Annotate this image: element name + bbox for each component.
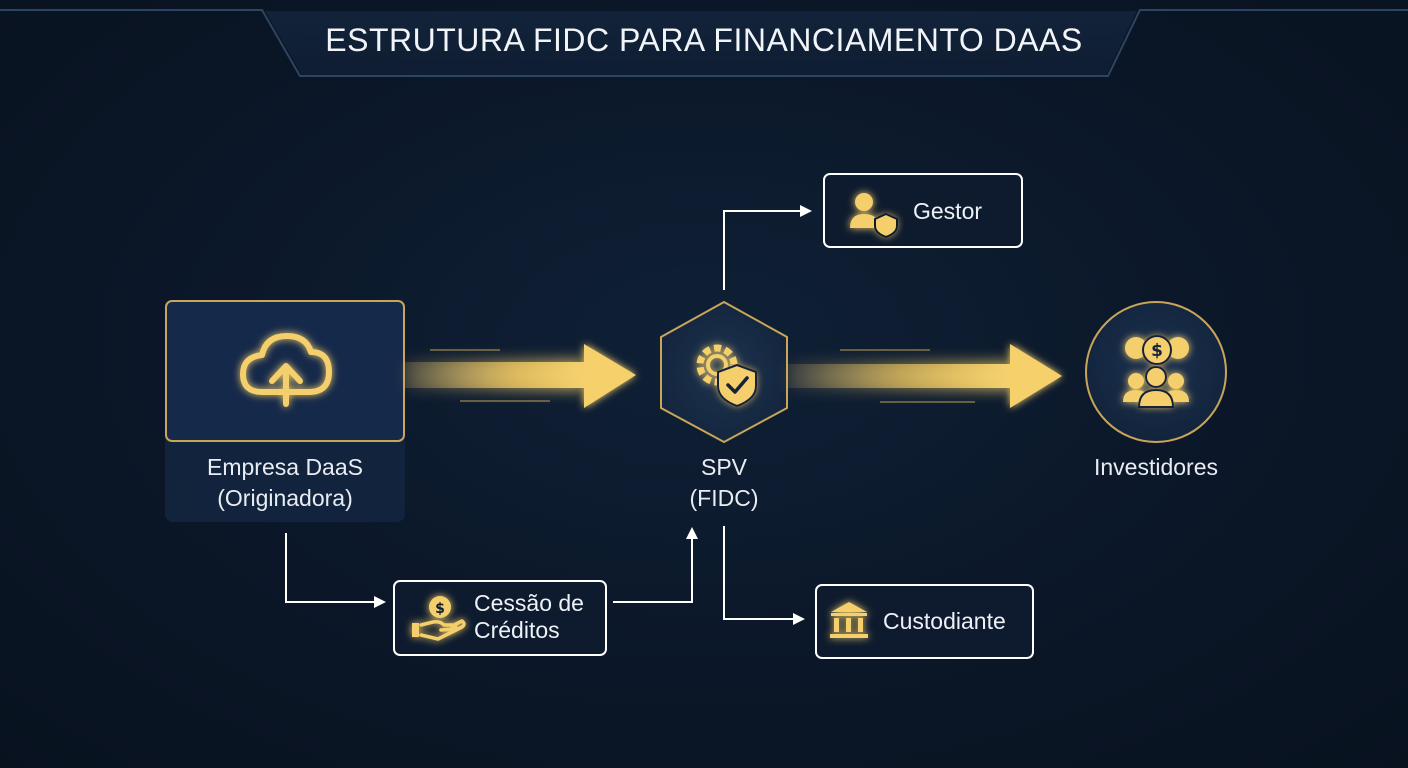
- custodian-box: [815, 584, 1034, 659]
- originator-node: [165, 300, 405, 522]
- gestor-box: [823, 173, 1023, 248]
- investors-group-icon: $: [1123, 335, 1189, 408]
- spv-role: (FIDC): [689, 485, 759, 511]
- investors-name: Investidores: [1093, 454, 1218, 480]
- bank-icon: [830, 602, 868, 638]
- gestor-label: Gestor: [913, 198, 983, 224]
- user-shield-icon: [850, 193, 898, 239]
- originator-label: Empresa DaaS (Originadora): [165, 452, 405, 514]
- originator-role: (Originadora): [217, 485, 353, 511]
- spv-label: SPV (FIDC): [644, 452, 804, 514]
- flow-arrow-spv-to-investors: [788, 344, 1062, 408]
- hand-coin-icon: $: [412, 596, 466, 641]
- svg-text:$: $: [435, 601, 445, 617]
- custodian-label: Custodiante: [883, 608, 1006, 634]
- connector-spv-to-custodian: [723, 526, 805, 625]
- connector-spv-to-gestor: [723, 205, 812, 290]
- gear-shield-icon: [696, 344, 757, 408]
- connector-originator-to-assignment: [285, 533, 386, 608]
- spv-name: SPV: [700, 454, 748, 480]
- originator-name: Empresa DaaS: [207, 454, 363, 480]
- credit-assignment-label: Cessão de Créditos: [474, 590, 584, 644]
- cloud-upload-icon: [240, 333, 332, 407]
- page-title: ESTRUTURA FIDC PARA FINANCIAMENTO DAAS: [325, 22, 1083, 58]
- svg-text:$: $: [1151, 341, 1163, 361]
- credit-assignment-line2: Créditos: [474, 617, 560, 643]
- credit-assignment-line1: Cessão de: [474, 590, 584, 616]
- title-banner: [0, 9, 1408, 77]
- flow-arrow-originator-to-spv: [405, 344, 636, 408]
- connector-assignment-to-spv: [613, 527, 698, 603]
- investors-label: Investidores: [1066, 452, 1246, 483]
